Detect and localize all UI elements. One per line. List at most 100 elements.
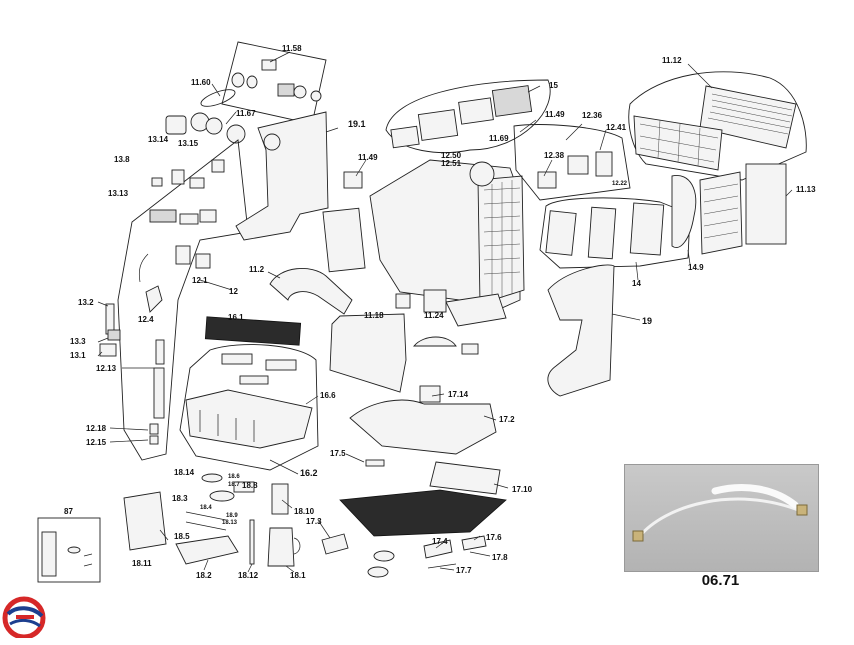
parts-17-lower (321, 533, 487, 578)
label-13-3: 13.3 (70, 337, 86, 346)
label-17-6: 17.6 (486, 533, 502, 542)
label-18-4: 18.4 (200, 505, 212, 511)
parts-12-lower (99, 245, 211, 445)
label-18-13: 18.13 (222, 520, 238, 526)
label-18-7: 18.7 (228, 482, 240, 488)
label-11-60: 11.60 (191, 78, 211, 87)
label-14: 14 (632, 279, 641, 288)
label-11-58: 11.58 (282, 44, 302, 53)
base-grid-plate (339, 489, 507, 537)
main-chassis (322, 159, 525, 327)
brand-swirl-logo (2, 594, 48, 640)
base-tray-17-2 (349, 399, 497, 455)
label-16-6: 16.6 (320, 391, 336, 400)
label-13-15: 13.15 (178, 139, 199, 148)
label-19: 19 (642, 316, 652, 326)
label-18-2: 18.2 (196, 571, 212, 580)
label-17-4: 17.4 (432, 537, 448, 546)
label-18-10: 18.10 (294, 507, 315, 516)
side-board-11-49 (322, 207, 366, 273)
label-18-6: 18.6 (228, 474, 240, 480)
label-11-24: 11.24 (424, 311, 444, 320)
label-12-4: 12.4 (138, 315, 154, 324)
hose-photo-drawing (632, 483, 808, 542)
label-11-49-a: 11.49 (358, 153, 378, 162)
vent-panel (699, 85, 797, 149)
label-13-14: 13.14 (148, 135, 169, 144)
label-11-12: 11.12 (662, 56, 682, 65)
label-11-49-b: 11.49 (545, 110, 565, 119)
label-18-5: 18.5 (174, 532, 190, 541)
label-13-13: 13.13 (108, 189, 129, 198)
label-17-3: 17.3 (306, 517, 322, 526)
group-outline-11-12 (628, 71, 807, 181)
label-14-9: 14.9 (688, 263, 704, 272)
label-87: 87 (64, 507, 73, 516)
group-outline-14 (539, 197, 691, 269)
label-18-12: 18.12 (238, 571, 259, 580)
label-12-15: 12.15 (86, 438, 107, 447)
label-17-14: 17.14 (448, 390, 469, 399)
logo-icon (2, 596, 46, 640)
label-18-11: 18.11 (132, 559, 152, 568)
label-18-14: 18.14 (174, 468, 195, 477)
label-12-1: 12.1 (192, 276, 208, 285)
parts-11-58 (231, 59, 322, 102)
label-18-8: 18.8 (242, 481, 258, 490)
label-12-38: 12.38 (544, 151, 565, 160)
part-labels: 11.58 11.60 11.67 13.14 13.15 13.8 13.13… (64, 44, 816, 580)
parts-11-67 (165, 112, 246, 144)
back-panel-19-1 (235, 111, 329, 241)
label-12-36: 12.36 (582, 111, 603, 120)
group-outline-16 (179, 344, 319, 471)
label-12-22: 12.22 (612, 181, 628, 187)
leader-lines (97, 51, 793, 573)
parts-13-8 (149, 159, 225, 225)
label-18-3: 18.3 (172, 494, 188, 503)
label-11-18: 11.18 (364, 311, 384, 320)
group-outline-12 (117, 139, 249, 461)
front-frame (329, 313, 407, 393)
drip-tray-16-6 (185, 389, 313, 449)
label-11-67: 11.67 (236, 109, 256, 118)
label-12-51: 12.51 (441, 159, 462, 168)
label-16-2: 16.2 (300, 468, 318, 478)
label-17-10: 17.10 (512, 485, 533, 494)
photo-caption: 06.71 (701, 572, 740, 589)
grid-tray-16-1 (204, 316, 302, 346)
back-panel-hole (263, 133, 281, 151)
label-13-1: 13.1 (70, 351, 86, 360)
front-cover-small (413, 336, 457, 347)
side-cover-19 (547, 264, 615, 397)
label-12: 12 (229, 287, 238, 296)
parts-15 (390, 85, 533, 149)
label-11-2: 11.2 (249, 265, 265, 274)
label-12-50: 12.50 (441, 151, 462, 160)
hose-14-9 (671, 175, 697, 248)
accessories-18 (123, 473, 301, 567)
group-outline-15 (385, 79, 551, 153)
label-11-69: 11.69 (489, 134, 509, 143)
label-19-1: 19.1 (348, 119, 366, 129)
label-13-8: 13.8 (114, 155, 130, 164)
label-16-1: 16.1 (228, 313, 244, 322)
container-18-11 (123, 491, 167, 551)
label-17-5: 17.5 (330, 449, 346, 458)
label-15: 15 (549, 81, 558, 90)
label-17-8: 17.8 (492, 553, 508, 562)
label-12-18: 12.18 (86, 424, 107, 433)
label-18-9: 18.9 (226, 513, 238, 519)
drip-rail-11-2 (269, 268, 353, 315)
label-13-2: 13.2 (78, 298, 94, 307)
label-18-1: 18.1 (290, 571, 306, 580)
part-photo-06-71 (624, 464, 819, 572)
label-11-13: 11.13 (796, 185, 816, 194)
label-17-2: 17.2 (499, 415, 515, 424)
side-panel-11-13 (745, 163, 787, 245)
belt-11-60 (200, 89, 236, 107)
label-12-41: 12.41 (606, 123, 627, 132)
group-box-87 (37, 517, 101, 583)
label-17-7: 17.7 (456, 566, 472, 575)
